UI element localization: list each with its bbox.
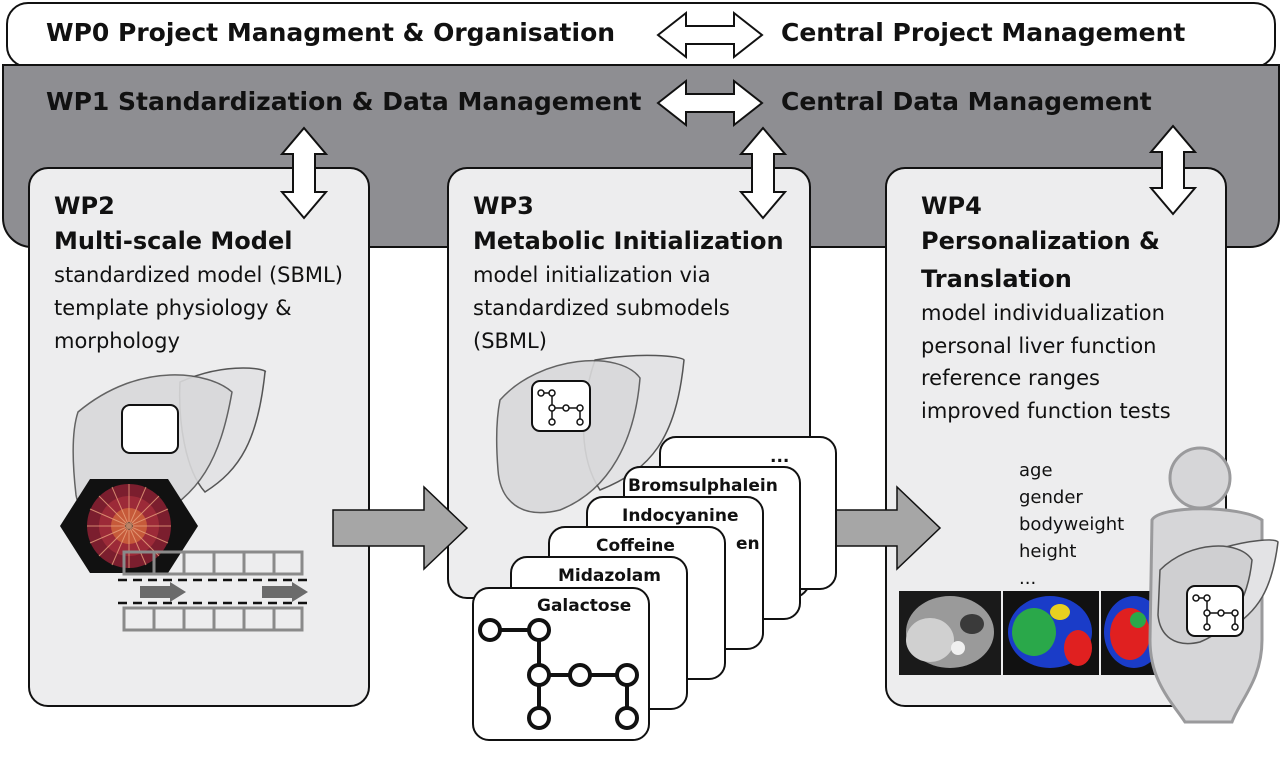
central-project-management: Central Project Management — [781, 18, 1186, 47]
wp0-title: WP0 Project Managment & Organisation — [46, 18, 616, 47]
attr-bodyweight: bodyweight — [1019, 514, 1125, 535]
wp2-id: WP2 — [54, 192, 115, 220]
vertical-arrow-wp4 — [1148, 124, 1198, 216]
wp2-desc-1: standardized model (SBML) — [54, 263, 343, 287]
vertical-arrow-wp2 — [279, 126, 329, 220]
card-coffeine-label: Coffeine — [596, 536, 675, 556]
attr-height: height — [1019, 541, 1077, 562]
wp4-desc-1: model individualization — [921, 301, 1165, 325]
wp2-liver-illustration — [60, 367, 308, 632]
wp3-desc-1: model initialization via — [473, 263, 711, 287]
wp4-liver-illustration — [1157, 539, 1279, 645]
wp4-desc-2: personal liver function — [921, 334, 1157, 358]
card-indocyanine-label: Indocyanine — [622, 506, 739, 526]
attr-age: age — [1019, 460, 1053, 481]
wp3-card-stack — [472, 436, 837, 741]
double-arrow-wp1 — [656, 78, 764, 128]
wp2-title: Multi-scale Model — [54, 227, 293, 255]
wp3-liver-illustration — [495, 354, 685, 514]
wp4-title-2: Translation — [921, 265, 1072, 293]
double-arrow-wp0 — [656, 10, 764, 60]
wp1-title: WP1 Standardization & Data Management — [46, 87, 642, 116]
wp4-title-1: Personalization & — [921, 227, 1160, 255]
vertical-arrow-wp3 — [738, 126, 788, 220]
card-galactose — [472, 587, 650, 741]
wp3-id: WP3 — [473, 192, 534, 220]
card-more-label: ... — [770, 447, 790, 467]
wp3-desc-3: (SBML) — [473, 329, 547, 353]
wp3-desc-2: standardized submodels — [473, 296, 730, 320]
ct-scan-images — [899, 591, 1164, 675]
card-midazolam-label: Midazolam — [558, 566, 661, 586]
wp3-title: Metabolic Initialization — [473, 227, 784, 255]
wp4-id: WP4 — [921, 192, 982, 220]
wp2-desc-2: template physiology & — [54, 296, 292, 320]
wp2-desc-3: morphology — [54, 329, 180, 353]
central-data-management: Central Data Management — [781, 87, 1152, 116]
flow-arrow-wp2-wp3 — [332, 485, 469, 571]
flow-arrow-wp3-wp4 — [835, 485, 942, 571]
wp0-band — [6, 2, 1276, 68]
wp4-desc-3: reference ranges — [921, 366, 1100, 390]
card-bromsulphalein-label: Bromsulphalein — [628, 476, 778, 496]
galactose-network-graph — [478, 618, 639, 730]
attr-more: ... — [1019, 568, 1037, 589]
attr-gender: gender — [1019, 487, 1083, 508]
wp4-desc-4: improved function tests — [921, 399, 1171, 423]
card-galactose-label: Galactose — [537, 596, 632, 616]
card-hidden-fragment: en — [736, 534, 760, 554]
